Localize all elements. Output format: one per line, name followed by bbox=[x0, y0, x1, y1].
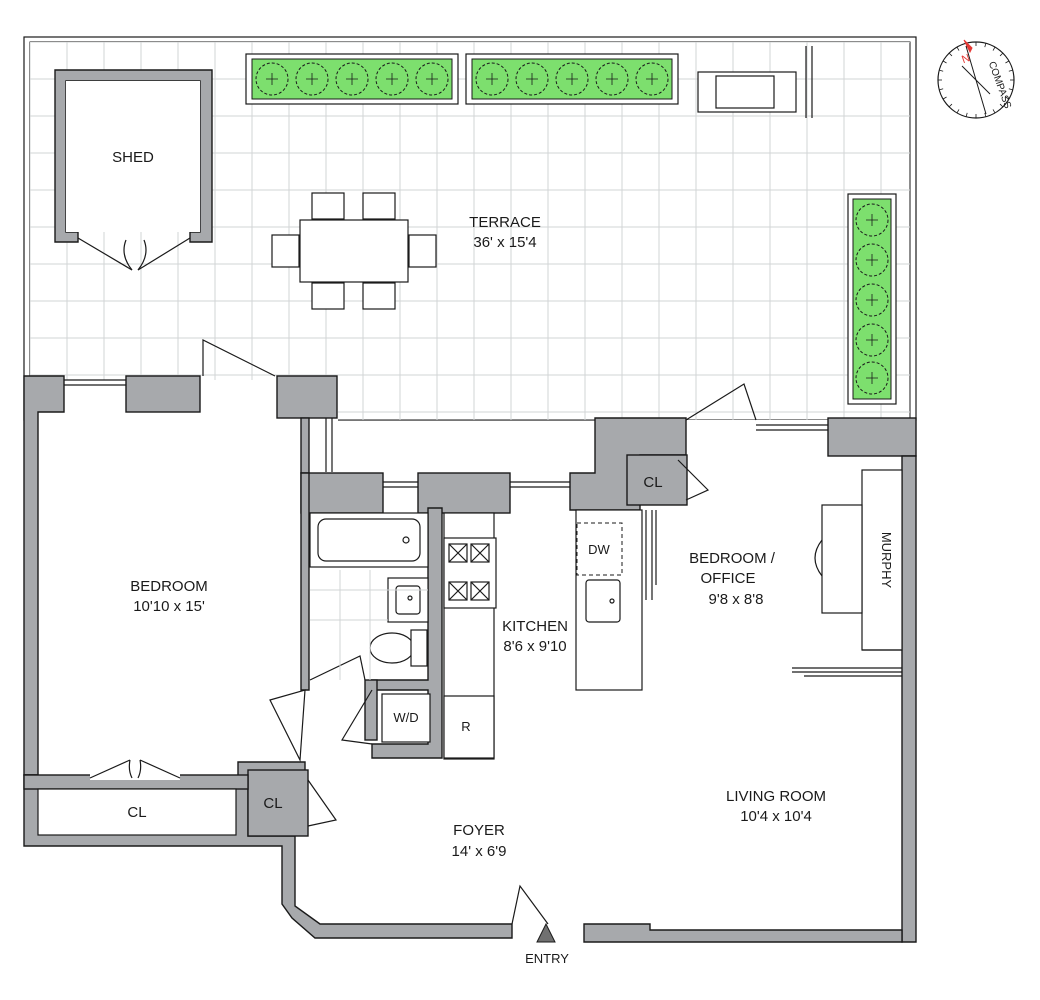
bedroom-closet-doors bbox=[89, 759, 181, 779]
shed-doors bbox=[77, 237, 191, 271]
murphy-bed-label: MURPHY bbox=[879, 532, 894, 589]
bedroom-closet-label: CL bbox=[127, 804, 146, 821]
office-closet-label: CL bbox=[643, 474, 662, 491]
dining-chairs bbox=[271, 192, 437, 310]
doors bbox=[202, 339, 757, 925]
bathroom-fixtures bbox=[309, 512, 429, 667]
murphy-bed-and-desk bbox=[792, 469, 903, 677]
living-room-label: LIVING ROOM bbox=[726, 788, 826, 805]
washer-dryer-label-top: W/D bbox=[393, 710, 418, 725]
foyer-closet-label: CL bbox=[263, 795, 282, 812]
terrace-grill-top bbox=[715, 75, 775, 109]
bedroom-office-label-1: BEDROOM / bbox=[689, 550, 776, 567]
compass-icon: N COMPASS bbox=[937, 39, 1015, 119]
terrace-rail bbox=[805, 46, 813, 118]
bathroom-tile-grid bbox=[310, 570, 428, 680]
planter-plants bbox=[255, 62, 889, 395]
shed-label: SHED bbox=[112, 149, 154, 166]
entry-arrow-icon bbox=[536, 922, 556, 943]
shed-door-swings bbox=[123, 239, 147, 271]
foyer-dims: 14' x 6'9 bbox=[452, 843, 507, 860]
terrace-dims: 36' x 15'4 bbox=[473, 234, 536, 251]
compass-north-label: N bbox=[960, 52, 972, 66]
dining-table bbox=[299, 219, 409, 283]
entry-label: ENTRY bbox=[525, 951, 569, 966]
bedroom-office-label-2: OFFICE bbox=[701, 570, 756, 587]
windows bbox=[64, 379, 828, 488]
bedroom-label: BEDROOM bbox=[130, 578, 208, 595]
interior-walls bbox=[247, 417, 688, 837]
kitchen-label: KITCHEN bbox=[502, 618, 568, 635]
terrace-label: TERRACE bbox=[469, 214, 541, 231]
bedroom-dims: 10'10 x 15' bbox=[133, 598, 205, 615]
dishwasher-label: DW bbox=[588, 542, 610, 557]
foyer-label: FOYER bbox=[453, 822, 505, 839]
kitchen-fixtures bbox=[443, 509, 657, 760]
bedroom-closet bbox=[37, 788, 237, 836]
living-room-dims: 10'4 x 10'4 bbox=[740, 808, 812, 825]
bedroom-office-dims: 9'8 x 8'8 bbox=[709, 591, 764, 608]
kitchen-dims: 8'6 x 9'10 bbox=[503, 638, 566, 655]
shed-interior bbox=[66, 81, 200, 232]
bedroom-closet-opening bbox=[90, 770, 180, 780]
refrigerator-label: R bbox=[461, 719, 470, 734]
washer-dryer-box bbox=[381, 693, 431, 743]
